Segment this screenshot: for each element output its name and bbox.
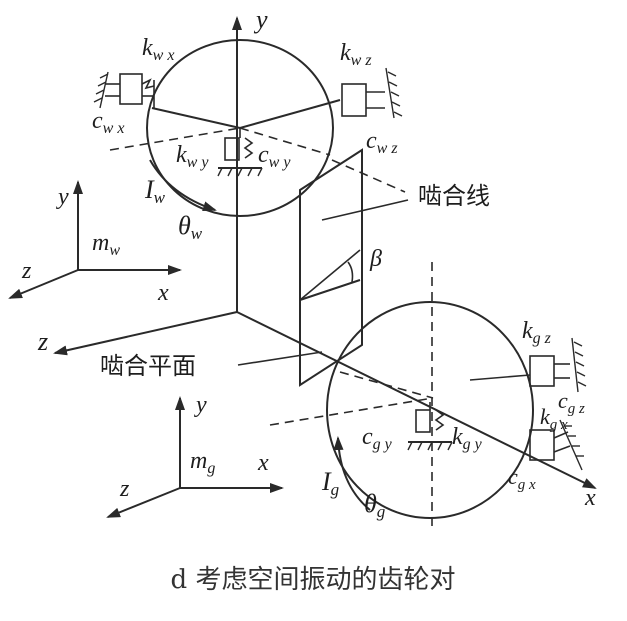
spring-damper-wy xyxy=(217,128,263,177)
spring-damper-wx xyxy=(93,71,155,109)
frame-g-z-axis xyxy=(106,487,181,518)
label-c-gz: cg z xyxy=(558,388,585,417)
label-k-wz: kw z xyxy=(340,40,372,69)
spring-damper-wz xyxy=(341,67,403,119)
label-c-wz: cw z xyxy=(366,128,398,157)
label-mesh-line: 啮合线 xyxy=(418,182,490,210)
rotation-arc-lower xyxy=(333,436,371,511)
label-frame-w-x: x xyxy=(157,280,169,306)
upper-link-right xyxy=(239,99,341,129)
upper-gear-circle xyxy=(146,39,334,217)
label-frame-g-z: z xyxy=(119,476,130,502)
label-frame-g-y: y xyxy=(194,392,207,418)
spring-damper-gz xyxy=(469,337,587,393)
z-axis-main xyxy=(53,311,238,356)
x-axis-main xyxy=(236,311,597,489)
rotation-arc-upper xyxy=(149,159,217,211)
label-c-wy: cw y xyxy=(258,142,291,171)
label-y-main: y xyxy=(253,5,268,34)
label-k-gy: kg y xyxy=(452,424,483,453)
label-beta: β xyxy=(369,246,382,272)
dashed-line-lower-upper xyxy=(339,371,434,399)
label-c-wx: cw x xyxy=(92,108,124,137)
leader-mesh-line xyxy=(321,199,409,221)
label-I-g: Ig xyxy=(321,467,339,499)
mesh-plane-shape xyxy=(299,148,363,387)
spring-damper-gx xyxy=(529,419,584,471)
label-x-main: x xyxy=(584,485,596,511)
leader-mesh-plane xyxy=(237,351,323,366)
label-c-gy: cg y xyxy=(362,424,393,453)
label-k-gz: kg z xyxy=(522,318,552,347)
label-c-gx: cg x xyxy=(508,464,536,493)
dashed-line-upper-left xyxy=(109,127,241,151)
label-frame-g-x: x xyxy=(257,450,269,476)
label-k-wx: kw x xyxy=(142,35,174,64)
dashed-line-lower-left xyxy=(269,397,434,426)
label-theta-w: θw xyxy=(178,211,203,243)
spring-damper-gy xyxy=(407,402,453,451)
figure-caption: d 考虑空间振动的齿轮对 xyxy=(171,565,456,595)
dashed-line-upper-center xyxy=(239,127,331,156)
label-frame-w-z: z xyxy=(21,258,32,284)
beta-angle-arc xyxy=(347,261,354,283)
lower-gear-circle xyxy=(326,301,534,519)
beta-reference-line xyxy=(299,249,361,301)
upper-link-left xyxy=(151,107,241,129)
label-frame-w-m: mw xyxy=(92,230,120,259)
label-k-gx: kg x xyxy=(540,404,568,433)
label-k-wy: kw y xyxy=(176,142,209,171)
label-frame-g-m: mg xyxy=(190,448,215,477)
label-mesh-plane: 啮合平面 xyxy=(100,352,196,380)
label-I-w: Iw xyxy=(144,175,166,207)
label-z-main: z xyxy=(37,327,48,356)
label-frame-w-y: y xyxy=(56,184,69,210)
dashed-line-upper-right xyxy=(331,159,406,193)
mesh-line xyxy=(299,279,361,301)
frame-w-z-axis xyxy=(8,269,79,299)
label-theta-g: θg xyxy=(364,489,385,521)
